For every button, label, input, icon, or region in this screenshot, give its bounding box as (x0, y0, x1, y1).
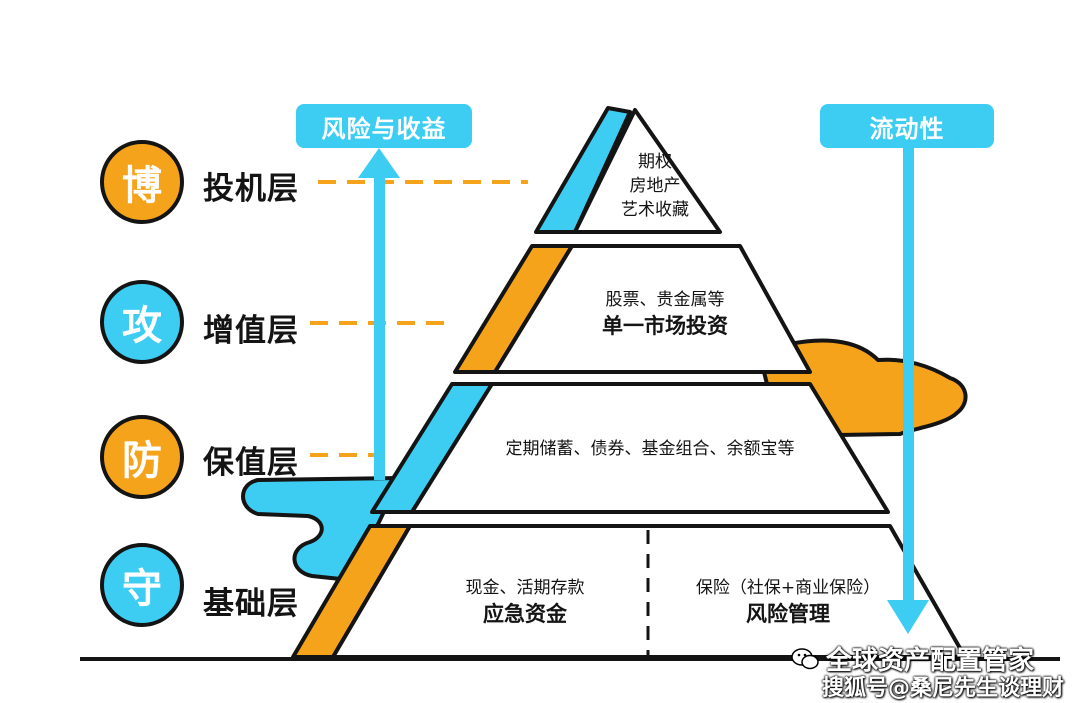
second-tier-strong: 单一市场投资 (602, 314, 728, 338)
top-tier-accent (534, 106, 632, 234)
wechat-icon (791, 647, 819, 669)
second-tier-text: 股票、贵金属等 单一市场投资 (560, 289, 770, 341)
layer-circle-foundation: 守 (100, 543, 184, 627)
liquidity-label: 流动性 (820, 104, 994, 148)
risk-return-arrow-head (358, 148, 400, 178)
wechat-watermark-text: 全球资产配置管家 (826, 646, 1035, 676)
top-tier-line-2: 房地产 (629, 176, 681, 196)
layer-circle-preservation: 防 (100, 415, 184, 499)
layer-circle-growth: 攻 (100, 280, 184, 364)
layer-name-speculation: 投机层 (203, 171, 299, 207)
third-tier-text: 定期储蓄、债券、基金组合、余额宝等 (480, 438, 820, 461)
base-left-line: 现金、活期存款 (465, 578, 585, 598)
third-tier-line: 定期储蓄、债券、基金组合、余额宝等 (505, 439, 795, 459)
base-left-text: 现金、活期存款 应急资金 (415, 577, 635, 629)
liquidity-arrow-head (887, 600, 929, 634)
top-tier-line-1: 期权 (638, 152, 672, 172)
top-tier-text: 期权 房地产 艺术收藏 (600, 150, 710, 222)
layer-circle-speculation: 博 (100, 140, 184, 224)
sohu-watermark: 搜狐号@桑尼先生谈理财 (822, 676, 1065, 701)
wechat-watermark: 全球资产配置管家 (790, 640, 1034, 677)
second-tier-line: 股票、贵金属等 (605, 290, 725, 310)
liquidity-arrow-shaft (903, 148, 914, 608)
layer-name-growth: 增值层 (203, 313, 299, 349)
top-tier-line-3: 艺术收藏 (621, 200, 689, 220)
layer-name-foundation: 基础层 (203, 586, 299, 622)
base-left-strong: 应急资金 (483, 602, 567, 626)
third-tier-body (410, 382, 890, 514)
layer-name-preservation: 保值层 (203, 445, 299, 481)
risk-return-label: 风险与收益 (296, 104, 472, 148)
base-right-strong: 风险管理 (746, 602, 830, 626)
second-tier-body (493, 244, 812, 374)
risk-return-arrow-shaft (374, 170, 385, 480)
top-tier-body (573, 108, 722, 234)
base-right-line: 保险（社保+商业保险） (695, 578, 881, 598)
base-right-text: 保险（社保+商业保险） 风险管理 (668, 577, 908, 629)
